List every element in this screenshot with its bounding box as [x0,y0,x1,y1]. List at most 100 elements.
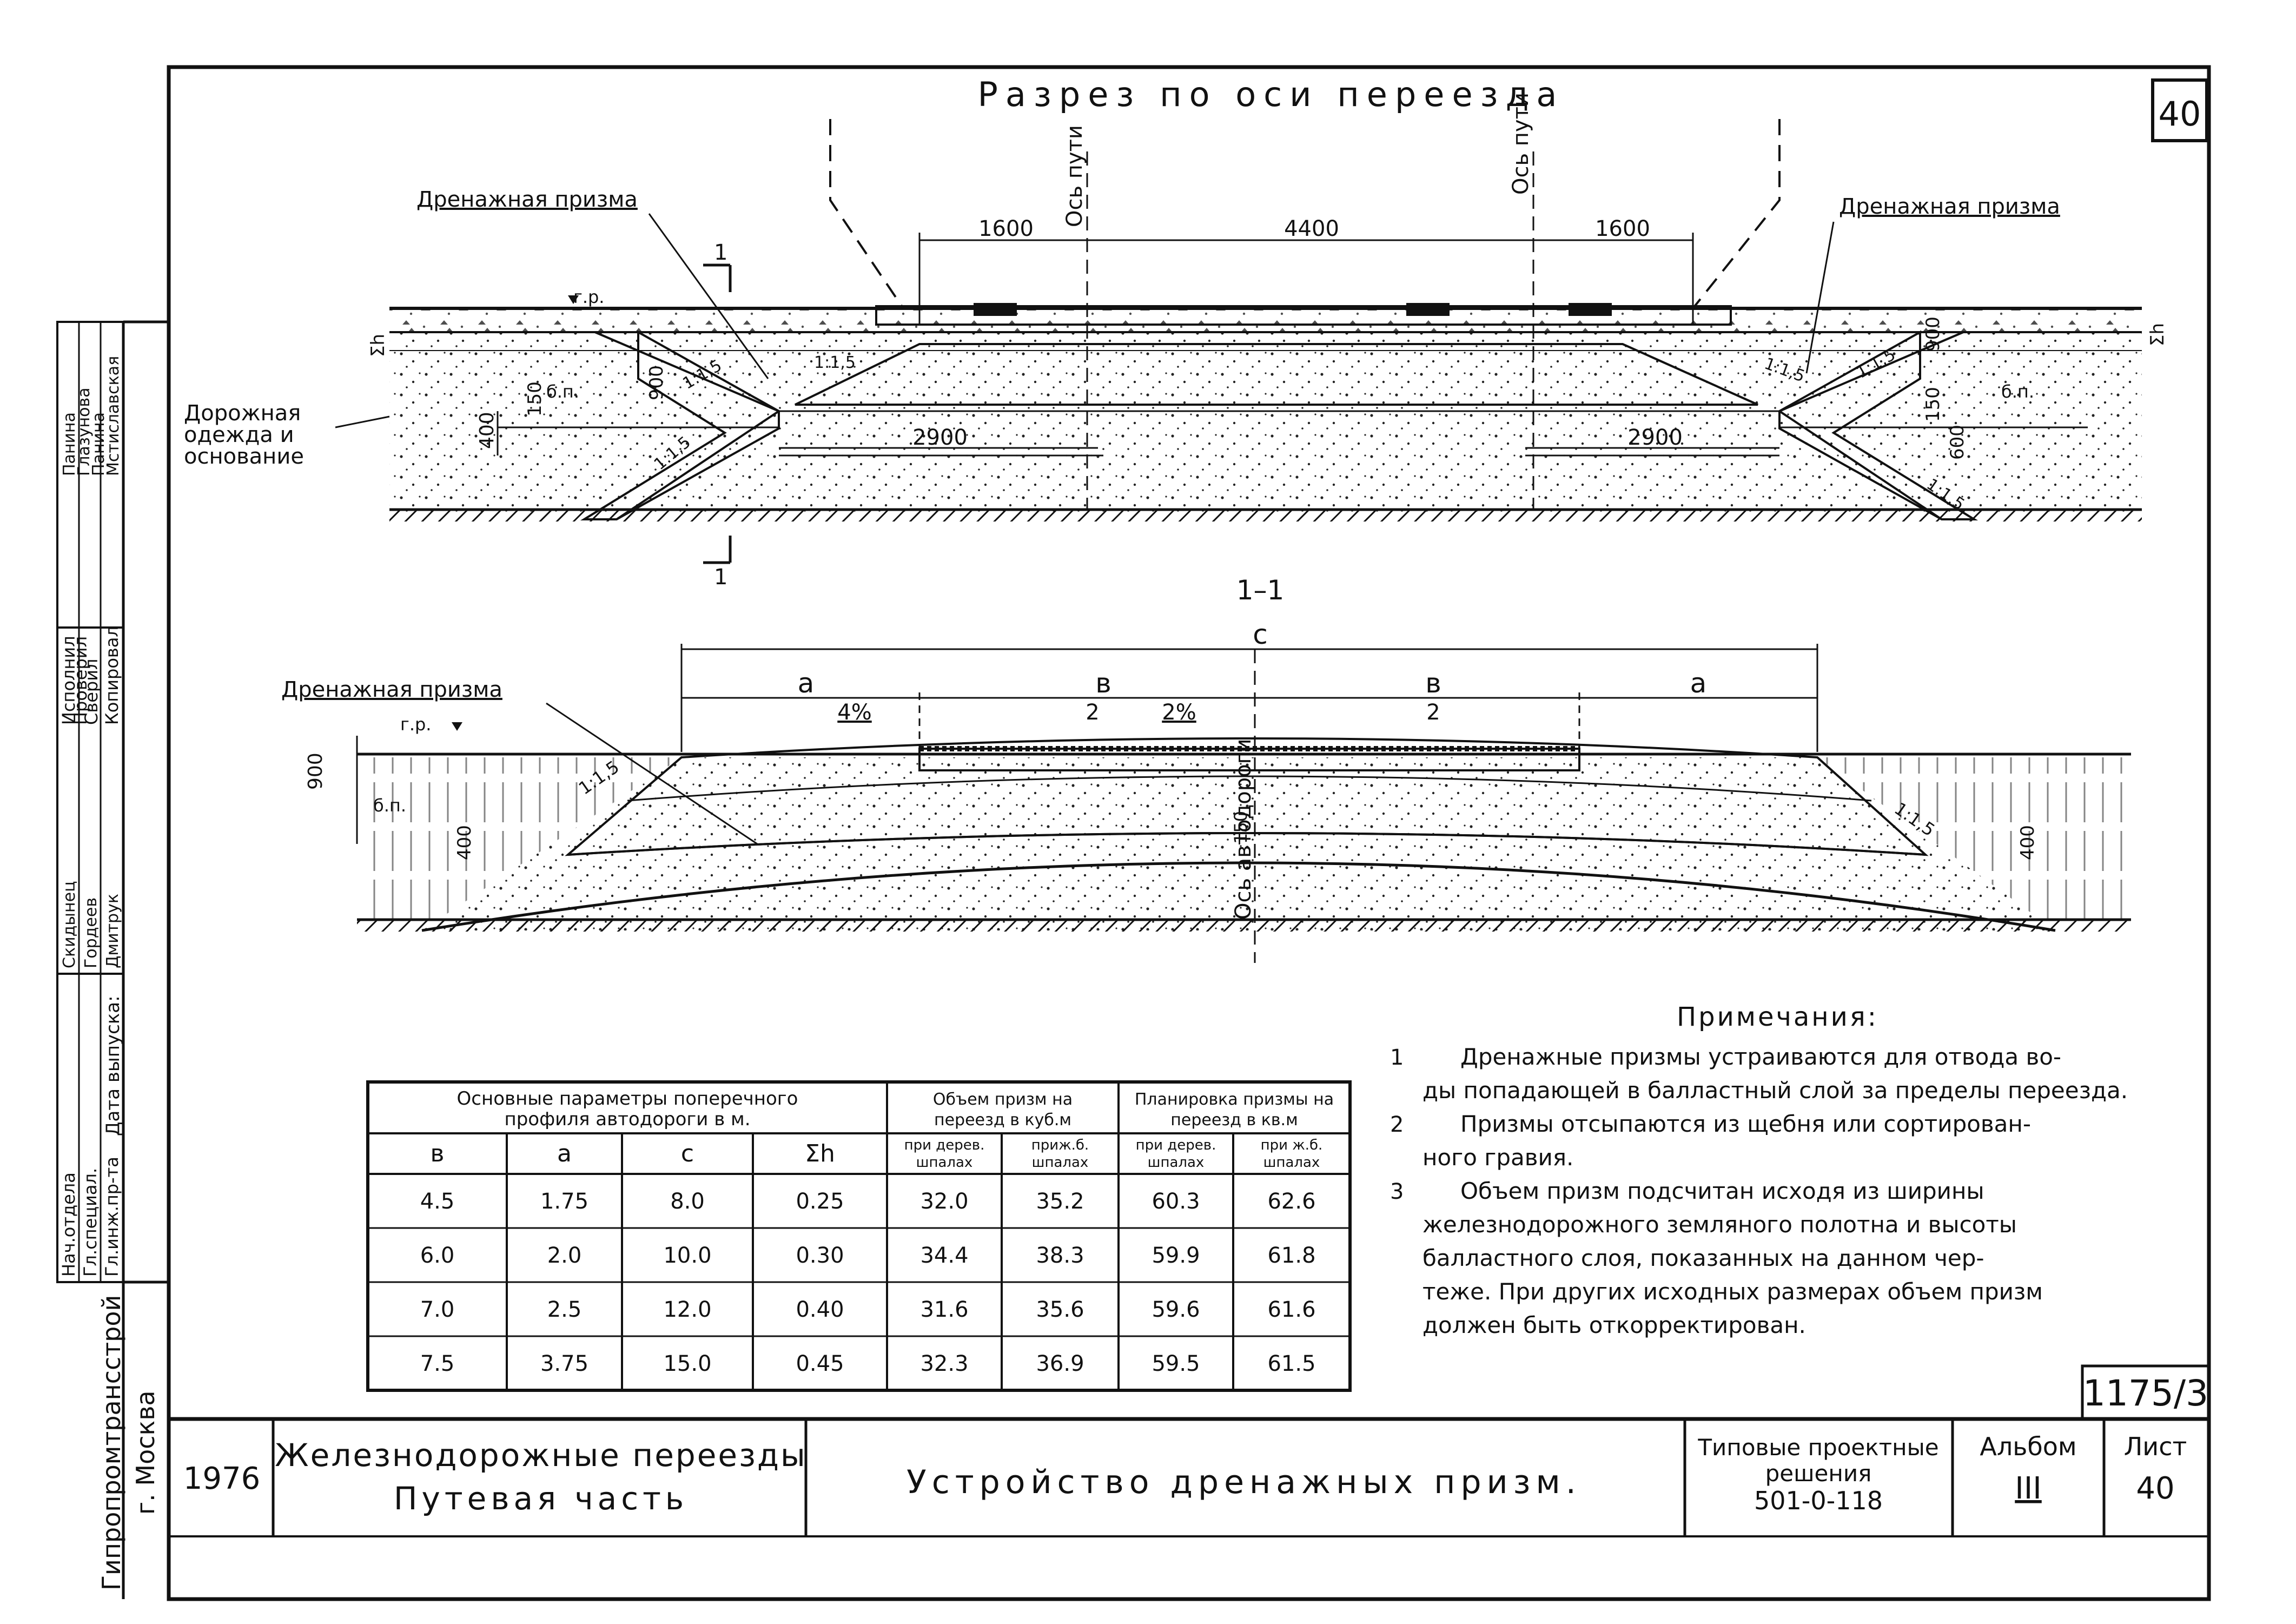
table-group-header: Объем призм на [933,1090,1073,1109]
table-cell: 3.75 [540,1351,588,1376]
table-cell: 62.6 [1267,1189,1315,1214]
table-cell: 8.0 [670,1189,705,1214]
table-sub-header: при дерев. [904,1137,985,1153]
notes-title: Примечания: [1677,1002,1878,1032]
table-cell: 61.5 [1267,1351,1315,1376]
table-cell: 0.45 [796,1351,844,1376]
dim-1600-right: 1600 [1595,216,1650,241]
sheet-number-top: 40 [2159,94,2201,134]
table-cell: 2.0 [547,1243,582,1268]
table-group-header: профиля автодороги в м. [504,1108,750,1130]
dim-b-left: в [1095,668,1111,699]
table-frame [366,1080,1352,1392]
type-line-1: Типовые проектные [1697,1434,1938,1461]
dim-b-right: в [1425,668,1441,699]
stamp-role: Сверил [81,659,102,725]
drawing-code: 1175/3 [2083,1372,2208,1414]
table-sub-header: при дерев. [1136,1137,1216,1153]
project-line-2: Путевая часть [394,1480,688,1517]
dim-a-right: a [1690,668,1707,699]
table-cell: 59.9 [1152,1243,1200,1268]
stamp-release: Дата выпуска: [102,995,124,1136]
dim-1600-left: 1600 [978,216,1034,241]
table-cell: 0.25 [796,1189,844,1214]
dim-2900-left: 2900 [912,425,968,450]
code-box [2081,1364,2211,1421]
section-ground-hatch [357,920,2131,932]
year: 1976 [183,1461,261,1496]
type-line-3: 501-0-118 [1754,1486,1883,1515]
bn-label-section: б.п. [373,795,406,816]
table-cell: 61.6 [1267,1297,1315,1322]
track-panel [875,305,1732,326]
stamp-name: Панина [60,412,79,476]
slope-4-percent: 4% [837,700,871,725]
title-block: 1976 Железнодорожные переезды Путевая ча… [183,1419,2187,1536]
dim-c: c [1253,619,1268,650]
ground-hatch [389,510,2142,521]
section-mark-bottom: 1 [714,565,727,590]
section-1-1-title: 1–1 [1236,575,1285,606]
table-sub-header: c [681,1140,694,1167]
table-cell: 10.0 [663,1243,711,1268]
table-cell: 7.5 [420,1351,455,1376]
stamp-grid [56,321,124,1283]
table-cell: 35.2 [1036,1189,1084,1214]
note-number: 1 [1390,1045,1404,1070]
dim-400-section-left: 400 [454,825,475,860]
stamp-name: Глазунова [75,387,94,476]
table-group-header: переезд в кв.м [1170,1111,1298,1130]
table-sub-header: шпалах [1032,1154,1089,1171]
slope-label-top-2: 1:1,5 [814,353,856,372]
note-line: теже. При других исходных размерах объем… [1422,1278,2043,1305]
table-cell: 0.40 [796,1297,844,1322]
dim-150-left: 150 [524,381,546,417]
outer-frame [167,65,2211,1601]
table-sub-header: шпалах [1263,1154,1320,1171]
sheet-number-box [2151,78,2208,142]
stamp-role: Исполнил [58,636,79,725]
table-cell: 1.75 [540,1189,588,1214]
note-line: ного гравия. [1422,1144,1573,1171]
dim-4400: 4400 [1284,216,1339,241]
section-mark-top: 1 [714,240,727,265]
stamp-city: г. Москва [131,1390,160,1515]
table-cell: 15.0 [663,1351,711,1376]
stamp-role: Проверил [70,636,91,725]
stamp-role: Нач.отдела [58,1172,79,1277]
dim-600-right: 600 [1947,425,1968,460]
dim-900-left: 900 [646,365,667,400]
two-left: 2 [1086,700,1099,725]
sum-h-right: Σh [2147,323,2168,346]
stamp-org: Гипропромтрансстрой [97,1295,126,1590]
stamp-role: Гл.специал. [80,1168,101,1277]
table-group-header: переезд в куб.м [934,1111,1071,1130]
project-line-1: Железнодорожные переезды [275,1437,807,1474]
note-number: 2 [1390,1112,1404,1137]
dim-150-right: 150 [1922,387,1944,422]
table-cell: 36.9 [1036,1351,1084,1376]
stamp-role: Гл.инж.пр-та [102,1157,122,1277]
left-drainage-prism [580,330,780,520]
stamp-name: Дмитрук [103,894,122,968]
table-sub-header: при ж.б. [1261,1137,1323,1153]
track-axis-label-left: Ось пути [1062,125,1087,227]
top-section-title: Разрез по оси переезда [978,75,1565,114]
table-cell: 60.3 [1152,1189,1200,1214]
dim-900-section: 900 [305,752,327,790]
stamp-name: Скидынец [60,881,79,968]
table-sub-header: a [557,1140,572,1167]
drawing-title: Устройство дренажных призм. [907,1463,1582,1501]
table-cell: 7.0 [420,1297,455,1322]
section-1-1: 1–1 Ось автодороги c a в в a 4% 2 2% 2 [281,575,2131,963]
table-cell: 59.6 [1152,1297,1200,1322]
note-line: ды попадающей в балластный слой за преде… [1422,1077,2128,1104]
section-prism-label: Дренажная призма [281,677,502,702]
sheet-label: Лист [2124,1432,2187,1461]
sum-h-left: Σh [367,334,389,357]
